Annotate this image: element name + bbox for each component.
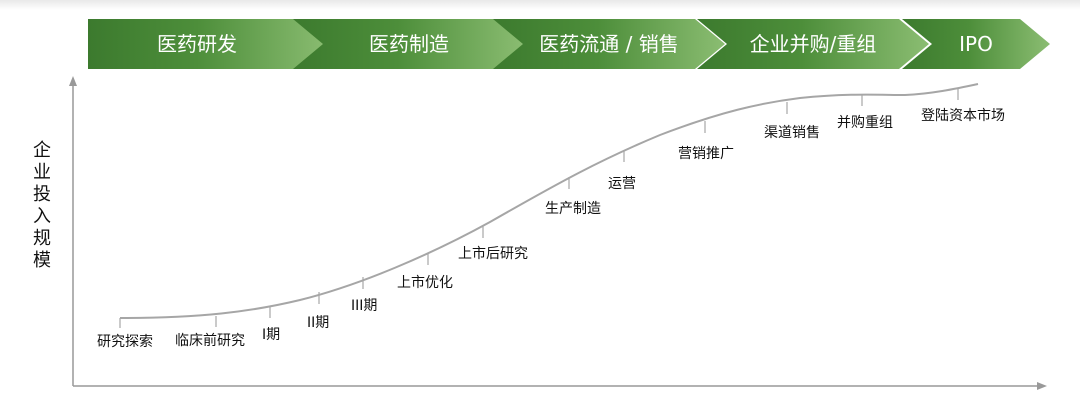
- phase-banner: 医药研发 医药制造 医药流通 / 销售 企业并购/重组 IPO: [0, 0, 1080, 75]
- stage-marker: 上市后研究: [458, 226, 528, 262]
- y-axis-title: 企 业 投 入 规 模: [28, 140, 56, 272]
- stage-label: 运营: [608, 176, 636, 192]
- phase-label: 企业并购/重组: [749, 32, 877, 56]
- y-axis-title-char: 投: [33, 184, 51, 205]
- stage-label: 临床前研究: [175, 332, 245, 349]
- stage-marker: II期: [307, 292, 329, 331]
- stage-marker: 临床前研究: [175, 316, 245, 349]
- growth-curve: [119, 83, 979, 319]
- stage-label: 营销推广: [678, 146, 734, 162]
- stage-marker: 上市优化: [397, 253, 453, 291]
- stage-label: 生产制造: [545, 201, 601, 217]
- stage-marker: III期: [351, 277, 377, 314]
- stage-label: 上市后研究: [458, 245, 528, 262]
- stage-label: 上市优化: [397, 274, 453, 291]
- stage-marker: 渠道销售: [764, 102, 820, 141]
- stage-marker: 生产制造: [545, 177, 601, 217]
- stage-label: III期: [351, 298, 377, 314]
- phase-label: 医药研发: [157, 32, 237, 56]
- y-axis-title-char: 模: [33, 250, 51, 271]
- stage-marker: 营销推广: [678, 121, 734, 162]
- y-axis-title-char: 规: [33, 228, 51, 249]
- y-axis-title-char: 入: [33, 206, 51, 227]
- y-axis-title-char: 业: [33, 162, 51, 183]
- stage-marker: I期: [262, 306, 280, 343]
- stage-marker: 运营: [608, 150, 636, 192]
- y-axis-arrow: [69, 76, 77, 86]
- stage-label: 渠道销售: [764, 125, 820, 141]
- stage-label: I期: [262, 327, 280, 343]
- stage-label: 登陆资本市场: [921, 107, 1005, 124]
- stage-marker: 并购重组: [837, 94, 893, 131]
- phase-chevron-distribution: 医药流通 / 销售: [493, 19, 725, 69]
- phase-label: IPO: [959, 32, 993, 56]
- phase-label: 医药制造: [369, 32, 449, 56]
- stage-label: 研究探索: [97, 333, 153, 350]
- stage-marker: 研究探索: [97, 318, 153, 350]
- stage-label: II期: [307, 315, 329, 331]
- stage-marker: 登陆资本市场: [921, 88, 1005, 124]
- phase-chevron-manufacturing: 医药制造: [293, 19, 525, 69]
- y-axis-title-char: 企: [33, 140, 51, 161]
- phase-chevron-rd: 医药研发: [88, 19, 330, 69]
- top-gradient-strip: [0, 0, 1080, 10]
- phase-label: 医药流通 / 销售: [539, 32, 679, 56]
- x-axis-arrow: [1037, 382, 1047, 390]
- phase-chevron-merger: 企业并购/重组: [697, 19, 929, 69]
- stage-label: 并购重组: [837, 115, 893, 131]
